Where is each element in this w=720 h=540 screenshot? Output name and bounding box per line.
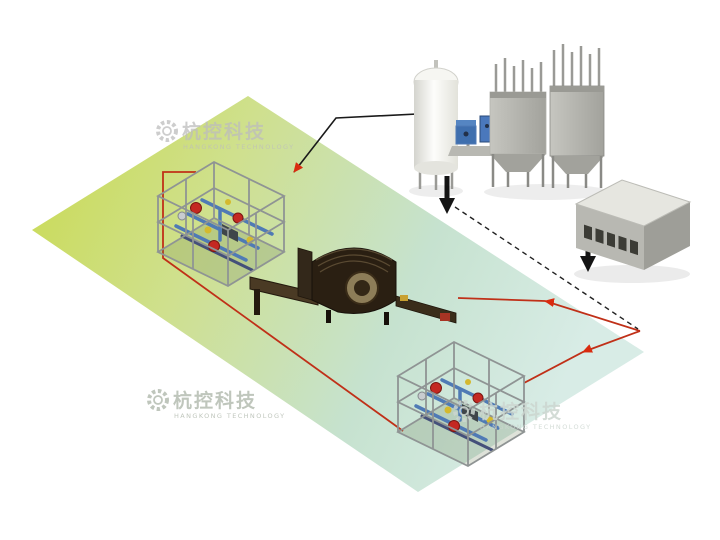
building-side-face <box>644 202 690 270</box>
window <box>595 228 604 244</box>
building-roof <box>574 179 692 227</box>
pump-detail <box>463 131 469 137</box>
window <box>618 235 627 252</box>
watermark-cn-text: 杭控科技 <box>173 389 257 412</box>
tank-bottom-cap <box>414 161 458 175</box>
flow-lines <box>162 112 641 432</box>
pump-unit-top <box>456 120 476 128</box>
watermark-en-text: HANGKONG TECHNOLOGY <box>183 143 295 151</box>
pump-skid-base <box>448 146 500 156</box>
central-processing-machine <box>249 247 457 325</box>
gear-icon <box>147 389 169 411</box>
silo-top-band <box>490 92 546 98</box>
gear-icon <box>156 120 178 142</box>
silo-legs <box>491 154 545 187</box>
machine-red-detail <box>440 313 450 321</box>
black-supply-line <box>293 112 438 173</box>
gear-icon <box>453 400 475 422</box>
machine-tower <box>297 247 313 301</box>
watermark-top-left: 杭控科技 HANGKONG TECHNOLOGY <box>156 120 295 151</box>
silo-body <box>549 85 605 157</box>
building-shadow <box>574 265 690 283</box>
down-arrowhead-icon <box>580 256 596 272</box>
watermark-bottom-right: 杭控科技 HANGKONG TECHNOLOGY <box>453 400 592 431</box>
machine-front-port <box>354 280 370 296</box>
machine-left-conveyor <box>249 276 319 306</box>
silo-shadow <box>484 184 608 200</box>
machine-dome-ribs <box>315 248 393 273</box>
window <box>584 224 592 241</box>
watermark-en-text: HANGKONG TECHNOLOGY <box>174 412 286 420</box>
silo-hopper-cone <box>490 154 546 172</box>
silo-body <box>489 91 547 155</box>
machine-leg <box>384 312 389 325</box>
red-loop-supply-line <box>523 330 641 384</box>
red-loop-left-line <box>162 171 404 432</box>
tank-down-arrow <box>439 176 455 214</box>
down-arrowhead-icon <box>439 198 455 214</box>
watermark-cn-text: 杭控科技 <box>479 400 563 423</box>
vertical-storage-tank <box>409 60 470 197</box>
building-windows <box>584 224 638 256</box>
silo-top-tubes <box>552 44 601 86</box>
silo-top-band <box>550 86 604 92</box>
machine-leg <box>326 310 331 323</box>
window <box>607 232 615 248</box>
silo-legs <box>551 156 603 188</box>
watermark-en-text: HANGKONG TECHNOLOGY <box>480 423 592 431</box>
control-building <box>574 179 692 283</box>
watermark-bottom-left: 杭控科技 HANGKONG TECHNOLOGY <box>147 389 286 420</box>
silo-top-tubes <box>494 58 543 92</box>
dashed-signal-line <box>454 206 639 330</box>
window <box>630 239 638 256</box>
watermark-cn-text: 杭控科技 <box>182 120 266 143</box>
silo-hopper-cone <box>550 156 604 174</box>
pump-detail <box>485 124 489 128</box>
machine-yellow-detail <box>400 295 408 301</box>
tank-shadow <box>409 185 463 197</box>
silo-hoppers <box>484 44 608 200</box>
red-loop-return-line <box>457 297 641 332</box>
machine-conveyor-support <box>254 289 260 315</box>
